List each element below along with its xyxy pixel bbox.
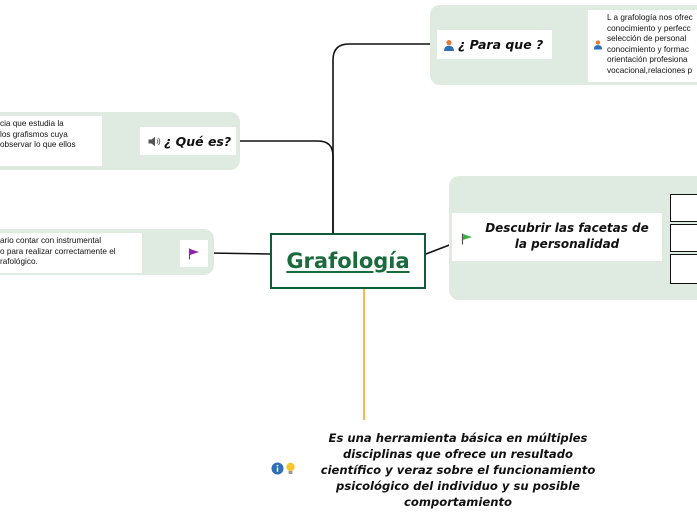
topic-instrumental[interactable] [180, 240, 208, 267]
connector-central-to-instrumental [207, 252, 271, 255]
flag-icon [188, 248, 199, 259]
central-topic-title: Grafología [286, 249, 410, 273]
herramienta-line-5: comportamiento [404, 495, 512, 509]
topic-facetas-label-line1: Descubrir las facetas de [485, 221, 649, 235]
flag-icon [461, 233, 472, 245]
subtopic-facetas-1[interactable] [670, 194, 697, 222]
person-icon [593, 40, 603, 50]
topic-para-que[interactable]: ¿ Para que ? [437, 30, 552, 59]
herramienta-line-2: disciplinas que ofrece un resultado [343, 447, 573, 461]
topic-que-es-label: ¿ Qué es? [164, 133, 232, 149]
herramienta-line-4: psicológico del individuo y su posible [336, 479, 580, 493]
topic-herramienta[interactable]: Es una herramienta básica en múltiples d… [298, 430, 618, 510]
subtopic-facetas-3[interactable] [670, 254, 697, 284]
person-icon [444, 39, 454, 51]
topic-para-que-label: ¿ Para que ? [458, 37, 544, 52]
note-que-es-text: cia que estudia la los grafismos cuya ob… [0, 119, 76, 149]
topic-que-es[interactable]: ¿ Qué es? [140, 127, 236, 155]
connector-central-to-facetas [425, 243, 453, 255]
central-topic[interactable]: Grafología [270, 233, 426, 289]
herramienta-line-1: Es una herramienta básica en múltiples [328, 431, 588, 445]
lightbulb-icon [286, 462, 295, 474]
note-que-es[interactable]: cia que estudia la los grafismos cuya ob… [0, 116, 102, 166]
herramienta-line-3: científico y veraz sobre el funcionamien… [320, 463, 596, 477]
connector-central-to-que-es [236, 140, 334, 233]
subtopic-facetas-2[interactable] [670, 224, 697, 252]
note-para-que[interactable]: L a grafología nos ofrec conocimiento y … [588, 10, 697, 82]
speaker-icon [148, 136, 161, 146]
note-instrumental-text: ario contar con instrumental o para real… [0, 236, 116, 266]
topic-facetas[interactable]: Descubrir las facetas de la personalidad [452, 213, 662, 261]
herramienta-icons [271, 462, 301, 476]
note-para-que-text: L a grafología nos ofrec conocimiento y … [607, 13, 693, 75]
topic-facetas-label-line2: la personalidad [514, 237, 620, 251]
info-icon [271, 462, 284, 475]
connector-central-to-para-que [332, 43, 436, 233]
note-instrumental[interactable]: ario contar con instrumental o para real… [0, 233, 142, 273]
